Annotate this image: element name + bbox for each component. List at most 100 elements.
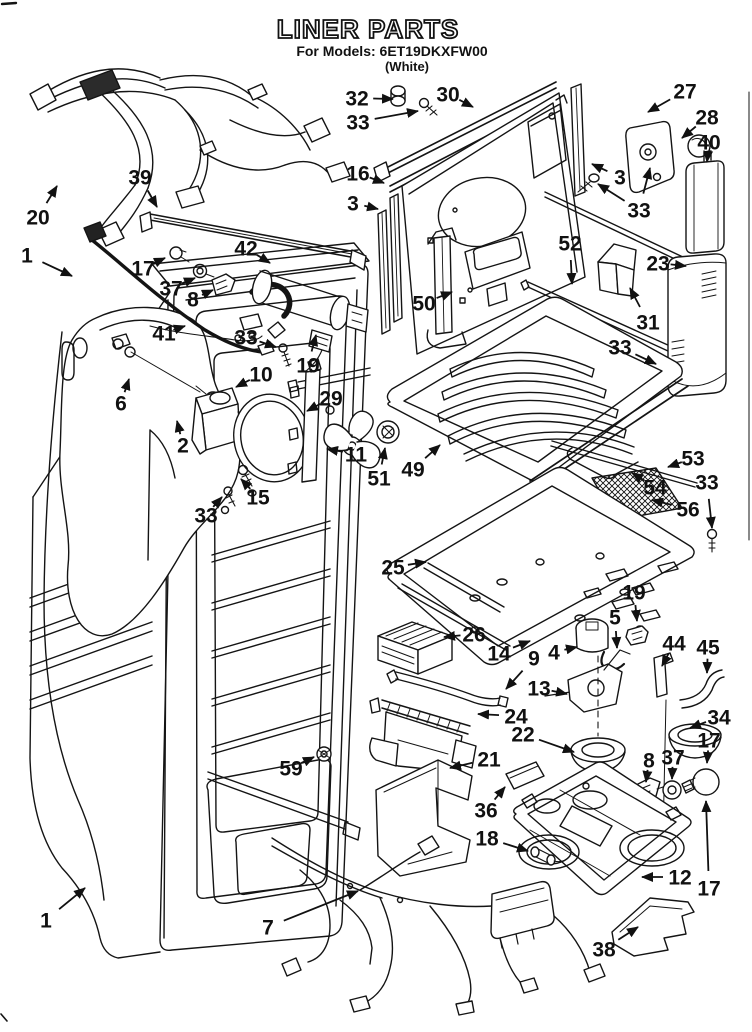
callout-1: 1 [40, 887, 86, 933]
part-6-side-insert [59, 306, 241, 637]
part-31-clip [597, 243, 637, 297]
svg-text:7: 7 [262, 917, 274, 940]
svg-text:22: 22 [511, 724, 534, 747]
callout-28: 28 [681, 107, 719, 139]
callout-44: 44 [661, 633, 686, 667]
svg-text:39: 39 [128, 167, 151, 190]
callout-33: 33 [346, 108, 419, 135]
svg-text:33: 33 [234, 327, 257, 350]
svg-text:40: 40 [697, 132, 720, 155]
svg-text:11: 11 [345, 444, 368, 467]
callout-17: 17 [131, 257, 166, 281]
svg-text:10: 10 [249, 364, 272, 387]
callout-3: 3 [591, 163, 626, 190]
svg-text:17: 17 [697, 878, 720, 901]
part-9-strip [386, 669, 509, 708]
svg-text:19: 19 [296, 355, 319, 378]
callout-59: 59 [279, 756, 315, 781]
svg-text:6: 6 [115, 393, 127, 416]
svg-text:8: 8 [643, 750, 655, 773]
callout-49: 49 [401, 444, 441, 482]
callout-16: 16 [346, 163, 385, 186]
callout-24: 24 [477, 706, 528, 729]
svg-text:23: 23 [646, 253, 669, 276]
callout-4: 4 [548, 642, 578, 665]
callout-34: 34 [689, 707, 731, 730]
callout-51: 51 [367, 447, 391, 491]
svg-text:18: 18 [475, 828, 499, 851]
svg-text:5: 5 [609, 607, 621, 630]
callout-50: 50 [412, 291, 453, 316]
svg-text:59: 59 [279, 758, 302, 781]
svg-text:51: 51 [367, 468, 391, 491]
part-39-top-rail [139, 211, 367, 271]
svg-text:54: 54 [643, 477, 667, 500]
callout-26: 26 [443, 624, 486, 647]
models-line: For Models: 6ET19DKXFW00 [296, 43, 488, 59]
svg-text:20: 20 [26, 207, 49, 230]
svg-text:34: 34 [707, 707, 731, 730]
callout-10: 10 [235, 364, 273, 388]
svg-text:29: 29 [319, 388, 342, 411]
callout-38: 38 [592, 926, 639, 962]
svg-text:38: 38 [592, 939, 616, 962]
svg-text:12: 12 [668, 867, 691, 890]
svg-text:1: 1 [21, 245, 33, 268]
svg-text:17: 17 [131, 258, 154, 281]
svg-text:21: 21 [477, 749, 501, 772]
color-line: (White) [385, 59, 429, 74]
callout-17: 17 [697, 730, 721, 764]
part-26-grille [377, 621, 453, 675]
callout-12: 12 [641, 867, 692, 890]
svg-text:17: 17 [697, 730, 720, 753]
svg-text:27: 27 [673, 81, 696, 104]
part-38-bracket [611, 897, 695, 957]
svg-text:32: 32 [345, 88, 368, 111]
callout-33: 33 [608, 337, 657, 365]
callout-17: 17 [697, 800, 721, 901]
svg-text:33: 33 [346, 112, 369, 135]
callout-14: 14 [487, 640, 531, 666]
part-7-wire-harness [271, 835, 606, 1016]
callout-21: 21 [449, 749, 501, 772]
callout-33: 33 [695, 472, 719, 529]
callout-5: 5 [609, 607, 622, 649]
callout-42: 42 [234, 238, 271, 264]
svg-text:8: 8 [187, 289, 199, 312]
svg-text:24: 24 [504, 706, 528, 729]
svg-text:53: 53 [681, 448, 704, 471]
svg-text:30: 30 [436, 84, 459, 107]
svg-text:37: 37 [661, 747, 684, 770]
svg-text:28: 28 [695, 107, 719, 130]
svg-text:50: 50 [412, 293, 435, 316]
svg-text:14: 14 [487, 643, 511, 666]
svg-text:33: 33 [608, 337, 631, 360]
callout-23: 23 [646, 253, 687, 276]
svg-text:33: 33 [194, 505, 217, 528]
callout-36: 36 [474, 786, 506, 823]
part-42-lamp-shield [83, 221, 369, 373]
svg-text:3: 3 [614, 167, 626, 190]
page-title: LINER PARTS [277, 14, 459, 44]
svg-text:31: 31 [636, 312, 660, 335]
callout-2: 2 [174, 420, 189, 458]
svg-text:49: 49 [401, 459, 424, 482]
callout-8: 8 [187, 289, 214, 312]
callout-37: 37 [661, 747, 685, 780]
part-59-grommet [316, 746, 332, 762]
callout-6: 6 [115, 378, 131, 416]
callout-39: 39 [128, 167, 158, 208]
svg-text:37: 37 [159, 278, 182, 301]
callout-7: 7 [262, 890, 359, 940]
callout-22: 22 [511, 724, 575, 754]
callout-33: 33 [597, 167, 653, 223]
svg-text:9: 9 [528, 648, 540, 671]
callout-33: 33 [194, 496, 223, 528]
part-23-column [667, 253, 727, 397]
callout-33: 33 [234, 327, 277, 350]
callout-9: 9 [505, 648, 540, 690]
callout-32: 32 [345, 88, 394, 111]
callout-3: 3 [347, 193, 379, 216]
